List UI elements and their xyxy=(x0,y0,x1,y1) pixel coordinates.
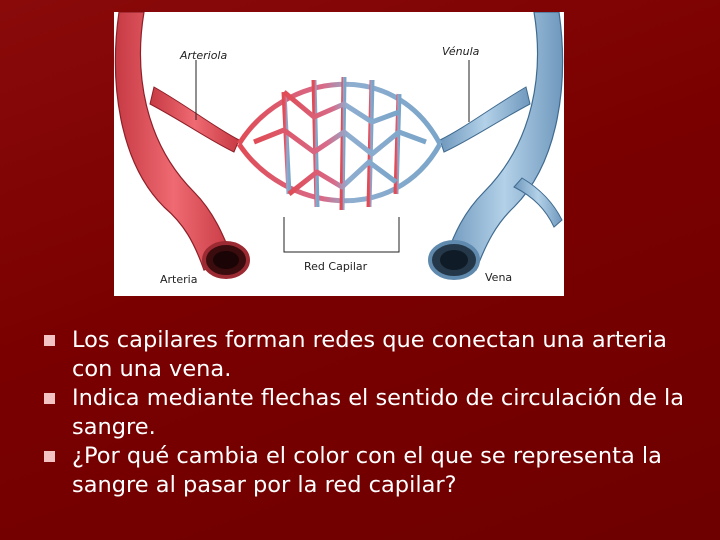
bullet-list: Los capilares forman redes que conectan … xyxy=(44,326,704,500)
bullet-text: ¿Por qué cambia el color con el que se r… xyxy=(72,443,662,498)
label-venula: Vénula xyxy=(442,45,480,58)
artery-vessel xyxy=(114,12,233,271)
square-bullet-icon xyxy=(44,451,55,462)
square-bullet-icon xyxy=(44,393,55,404)
bullet-text: Los capilares forman redes que conectan … xyxy=(72,327,667,382)
capillary-network xyxy=(236,76,443,211)
bullet-item: ¿Por qué cambia el color con el que se r… xyxy=(44,442,704,500)
label-arteria: Arteria xyxy=(160,273,197,286)
leader-lines xyxy=(195,60,470,253)
bullet-item: Indica mediante flechas el sentido de ci… xyxy=(44,384,704,442)
arteriole-branch xyxy=(149,86,240,153)
capillary-network-illustration: Arteriola Vénula Arteria Red Capilar Ven… xyxy=(114,12,564,296)
capillary-diagram-svg: Arteriola Vénula Arteria Red Capilar Ven… xyxy=(114,12,564,286)
bullet-text: Indica mediante flechas el sentido de ci… xyxy=(72,385,684,440)
square-bullet-icon xyxy=(44,335,55,346)
label-arteriola: Arteriola xyxy=(179,49,227,62)
label-red-capilar: Red Capilar xyxy=(304,260,368,273)
venule-branch xyxy=(439,86,531,153)
bullet-item: Los capilares forman redes que conectan … xyxy=(44,326,704,384)
label-vena: Vena xyxy=(485,271,512,284)
